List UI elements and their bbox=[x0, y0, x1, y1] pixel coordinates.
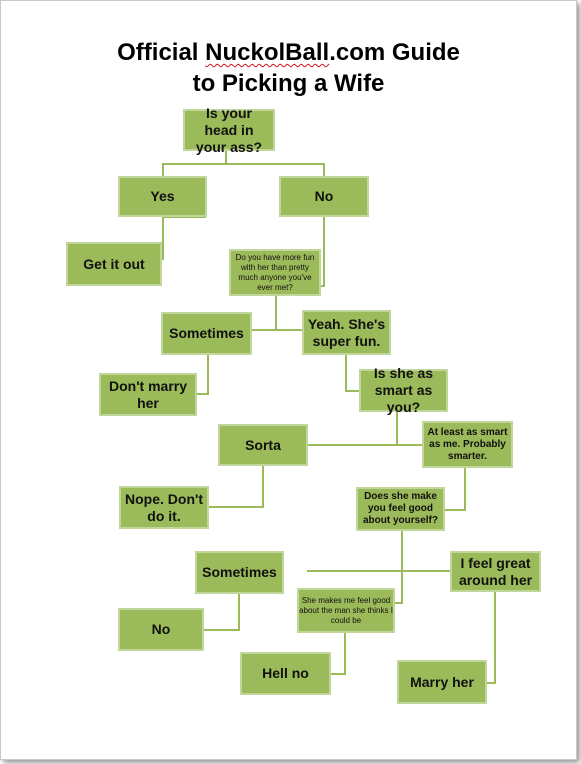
answer-sometimes-1: Sometimes bbox=[161, 312, 252, 355]
connector-sorta-to-nope bbox=[209, 466, 264, 508]
connector-head-to-yes-no bbox=[162, 150, 325, 176]
answer-could-be: She makes me feel good about the man she… bbox=[297, 588, 395, 633]
connector-could-be-to-hell-no bbox=[331, 633, 346, 675]
question-fun: Do you have more fun with her than prett… bbox=[229, 249, 321, 296]
answer-feel-great: I feel great around her bbox=[450, 551, 541, 592]
title-pre: Official bbox=[117, 39, 206, 66]
connector-sometimes-to-no bbox=[204, 594, 240, 631]
connector-fun-to-answers bbox=[252, 296, 302, 331]
connector-sometimes-to-dont-marry bbox=[197, 355, 209, 395]
result-marry-her: Marry her bbox=[397, 660, 487, 704]
question-feel-good: Does she make you feel good about yourse… bbox=[356, 487, 445, 531]
answer-sorta: Sorta bbox=[218, 424, 308, 466]
connector-no-to-fun bbox=[321, 217, 325, 287]
result-no-2: No bbox=[118, 608, 204, 651]
result-dont-marry: Don't marry her bbox=[99, 373, 197, 416]
connector-feel-great-to-marry bbox=[487, 592, 496, 684]
page-title: Official NuckolBall.com Guide to Picking… bbox=[1, 37, 576, 99]
connector-fun-to-smart bbox=[345, 355, 359, 392]
question-smart: Is she as smart as you? bbox=[359, 365, 448, 415]
connector-good-to-branches bbox=[307, 531, 450, 572]
title-post: .com Guide bbox=[329, 39, 460, 66]
result-hell-no: Hell no bbox=[240, 652, 331, 695]
answer-sometimes-2: Sometimes bbox=[195, 551, 284, 594]
connector-smart-to-sorta bbox=[308, 412, 422, 446]
answer-no-1: No bbox=[279, 176, 369, 217]
title-line-2: to Picking a Wife bbox=[192, 70, 385, 97]
question-head: Is your head in your ass? bbox=[183, 105, 275, 155]
answer-smarter: At least as smart as me. Probably smarte… bbox=[422, 421, 513, 468]
connector-yes-to-get-it-out bbox=[161, 216, 206, 260]
answer-super-fun: Yeah. She's super fun. bbox=[302, 310, 391, 355]
connector-branch-to-could-be bbox=[395, 571, 403, 604]
title-brand: NuckolBall bbox=[205, 39, 330, 66]
connector-smarter-to-good bbox=[445, 468, 466, 511]
result-nope: Nope. Don't do it. bbox=[119, 486, 209, 529]
result-get-it-out: Get it out bbox=[66, 242, 162, 286]
answer-yes: Yes bbox=[118, 176, 207, 217]
